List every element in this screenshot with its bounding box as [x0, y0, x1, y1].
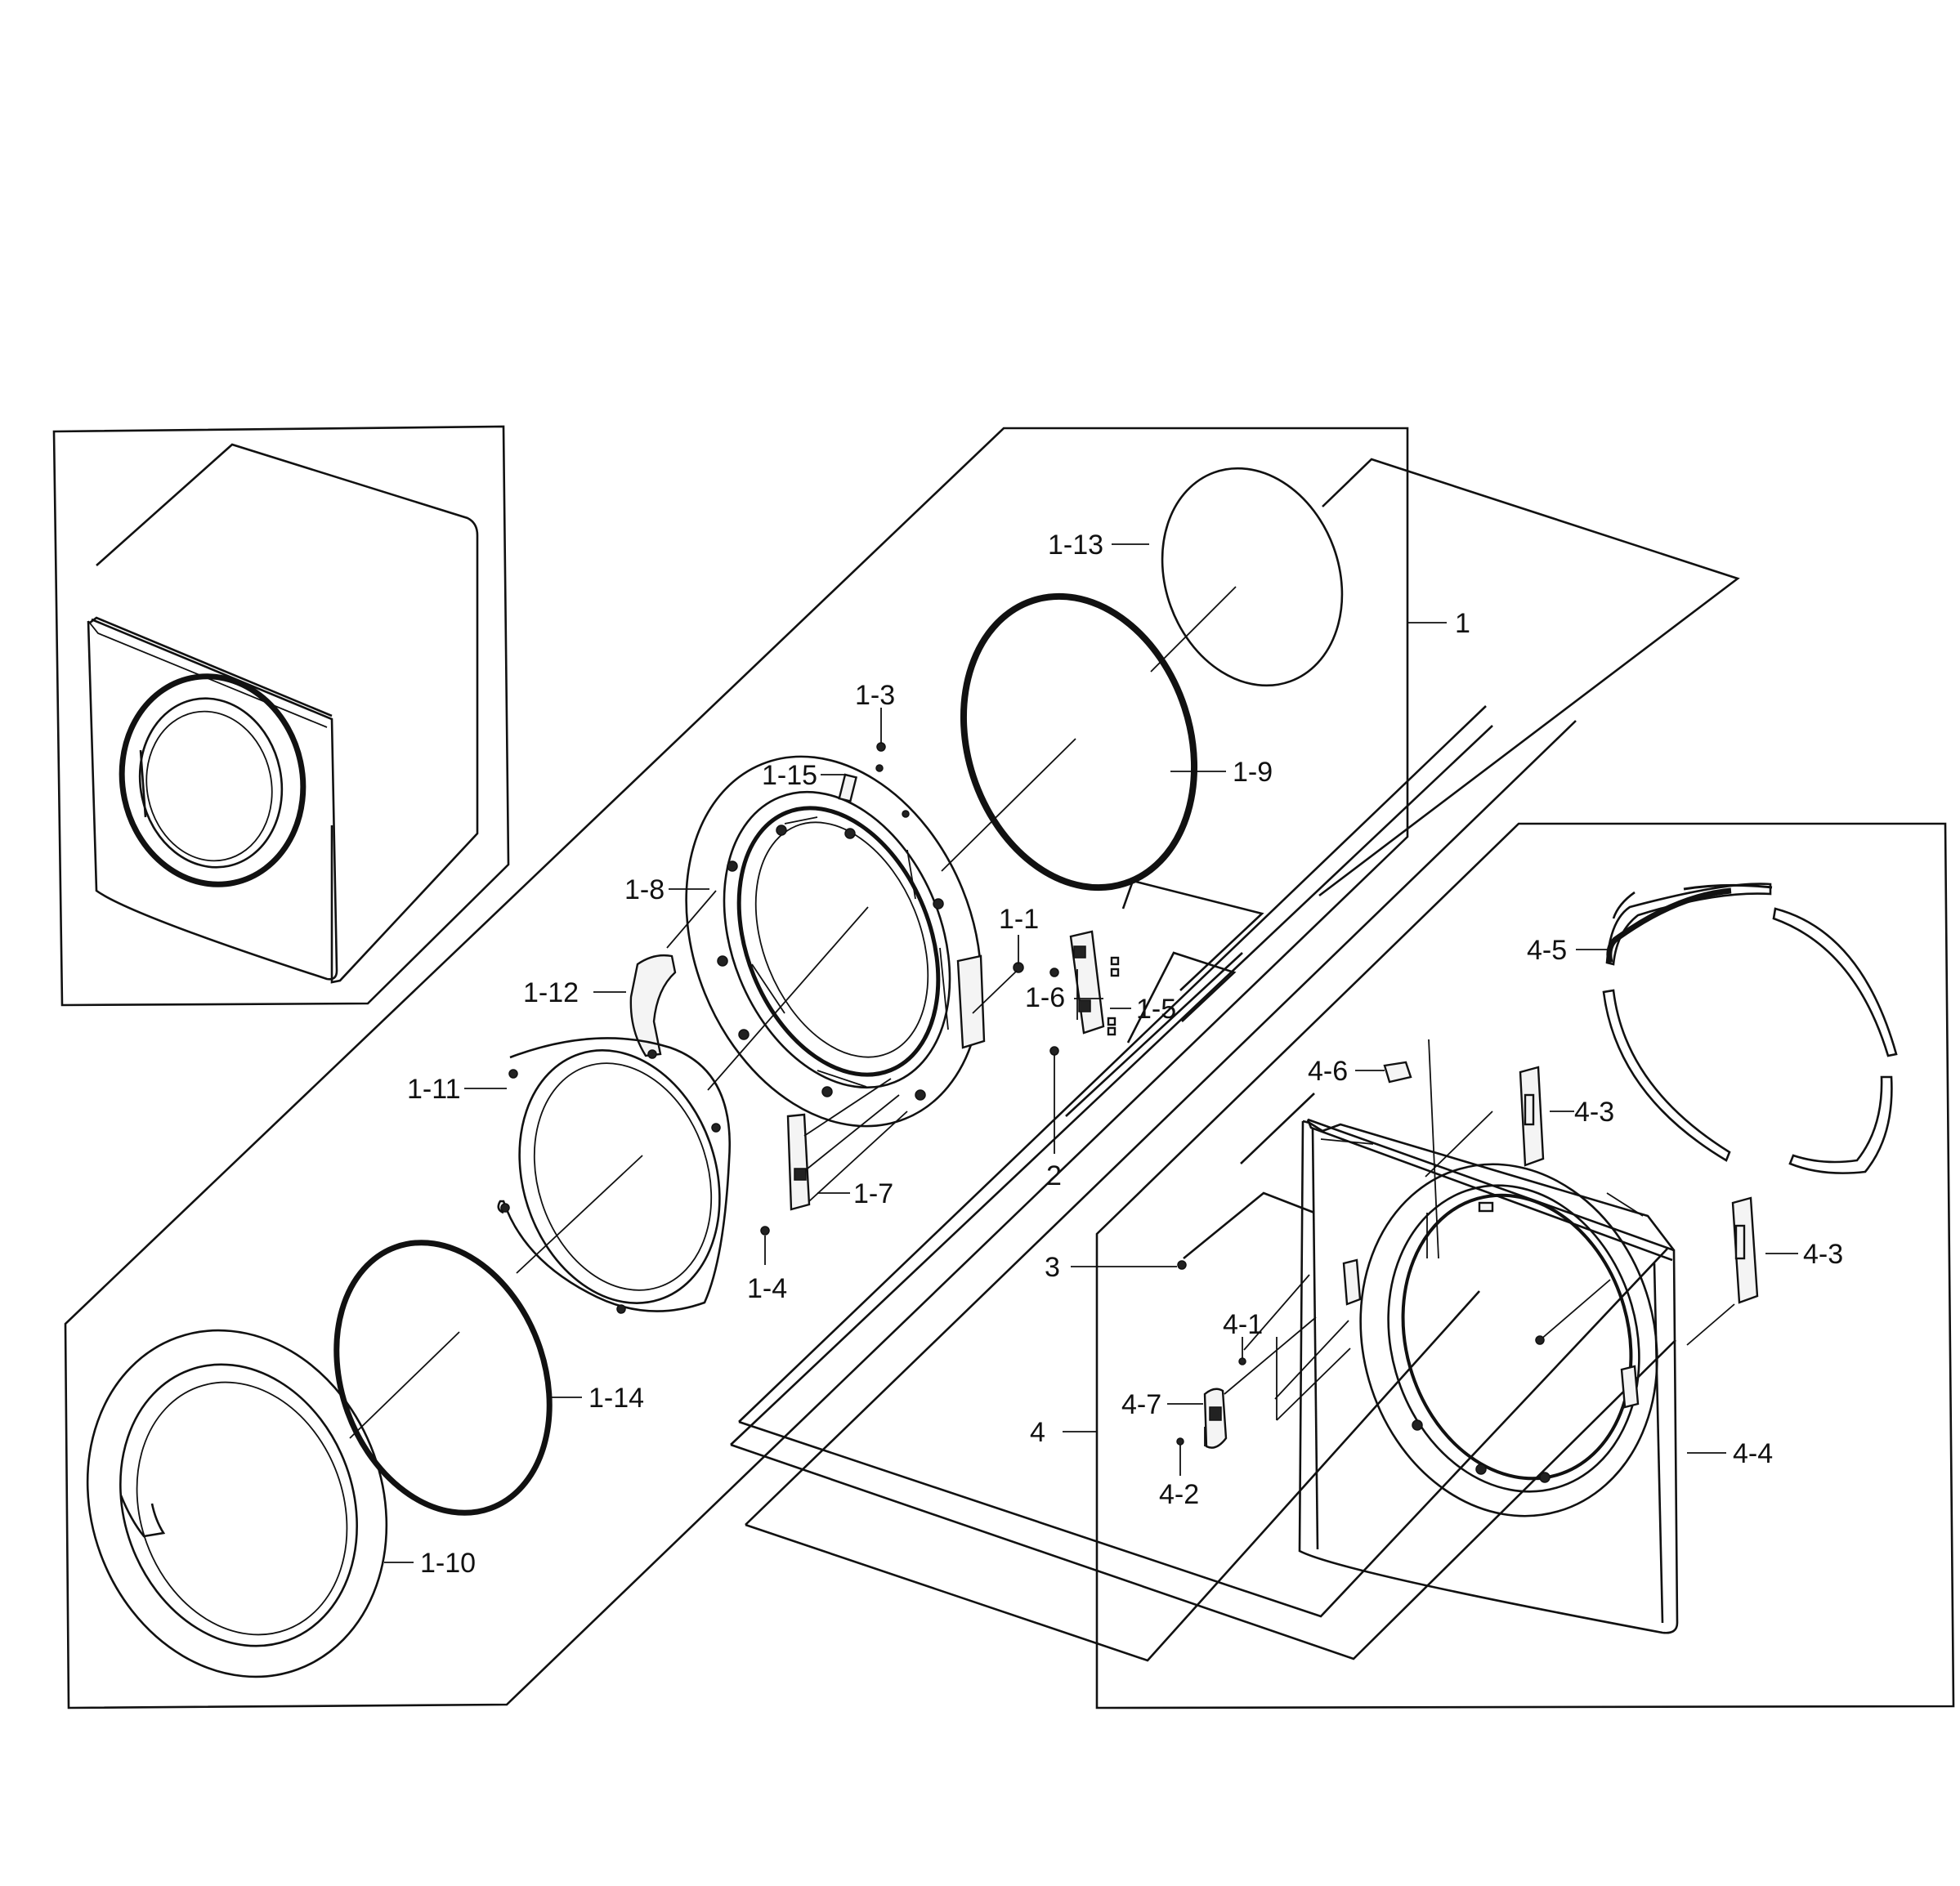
- callout-1-6: 1-6: [1025, 982, 1065, 1013]
- callout-4-2: 4-2: [1159, 1479, 1199, 1510]
- part-4-1-screw: [1238, 1357, 1246, 1365]
- inset-door-glass: [138, 697, 284, 869]
- front-panel-outline: [87, 618, 338, 981]
- part-1-4-screw: [760, 1226, 770, 1236]
- part-2-screw: [1049, 1046, 1059, 1056]
- callout-3: 3: [1045, 1252, 1060, 1283]
- inset-frame: [52, 425, 510, 1007]
- callout-2: 2: [1046, 1160, 1062, 1191]
- callout-4-7: 4-7: [1121, 1389, 1161, 1420]
- callout-1-15: 1-15: [762, 760, 817, 791]
- cabinet-outline: [96, 443, 479, 984]
- part-1-9-gasket: [960, 592, 1198, 892]
- part-4-6-clip: [1383, 1061, 1412, 1084]
- callout-1-7: 1-7: [853, 1178, 893, 1209]
- callout-4-1: 4-1: [1223, 1309, 1263, 1340]
- callout-1-10: 1-10: [420, 1548, 476, 1579]
- inset-door-ring: [119, 673, 307, 887]
- callout-4-3-upper: 4-3: [1574, 1097, 1614, 1128]
- callout-1-1: 1-1: [999, 904, 1039, 935]
- callout-4-3-lower: 4-3: [1803, 1239, 1843, 1270]
- callout-1: 1: [1455, 608, 1470, 639]
- callout-1-5: 1-5: [1136, 994, 1176, 1025]
- part-3-screw: [1177, 1260, 1187, 1270]
- front-panel-frame: [1095, 822, 1955, 1709]
- callout-1-8: 1-8: [624, 874, 665, 905]
- callout-1-14: 1-14: [588, 1383, 644, 1414]
- door-assembly-frame: [64, 427, 1409, 1709]
- callout-1-4: 1-4: [747, 1273, 787, 1304]
- callout-1-9: 1-9: [1233, 757, 1273, 788]
- part-1-14-glass-ring: [333, 1240, 553, 1516]
- part-4-4-front-panel: [1298, 1118, 1679, 1634]
- callout-4-4: 4-4: [1733, 1438, 1773, 1469]
- callout-1-11: 1-11: [407, 1074, 461, 1105]
- part-1-7-hinge: [786, 1113, 811, 1211]
- part-1-8-door-frame: [685, 755, 986, 1128]
- callout-1-12: 1-12: [523, 977, 579, 1008]
- part-1-10-outer-door: [86, 1329, 388, 1678]
- part-4-5-split-ring: [1602, 883, 1898, 1174]
- part-1-15-pin: [838, 773, 858, 802]
- part-1-6-bracket: [1069, 930, 1120, 1036]
- part-1-3-screw: [876, 742, 886, 752]
- part-1-12-handle: [629, 954, 677, 1057]
- callout-4-6: 4-6: [1308, 1056, 1348, 1087]
- part-1-13-glass-cover: [1161, 467, 1344, 687]
- assembled-machine-inset: [52, 425, 510, 1007]
- callout-4: 4: [1030, 1417, 1045, 1448]
- callout-1-13: 1-13: [1048, 530, 1103, 561]
- callout-4-5: 4-5: [1527, 935, 1567, 966]
- callout-1-3: 1-3: [855, 680, 895, 711]
- part-4-2-screw: [1176, 1437, 1184, 1446]
- part-1-11-inner-ring: [497, 1037, 731, 1314]
